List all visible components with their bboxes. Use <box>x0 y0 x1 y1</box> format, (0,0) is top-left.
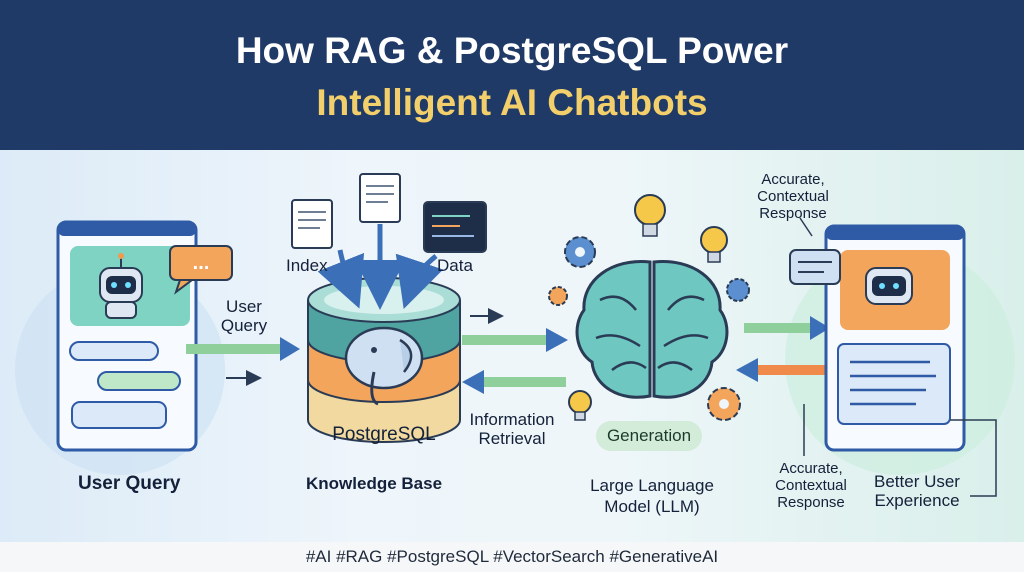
response-top-line-1: Accurate, <box>761 171 825 188</box>
brain-icon <box>575 260 729 399</box>
information-retrieval-label: Information Retrieval <box>469 410 555 448</box>
title-line-2: Intelligent AI Chatbots <box>316 82 708 123</box>
user-query-arrow-label: User Query <box>220 297 268 335</box>
document-icon <box>291 173 401 249</box>
user-query-caption: User Query <box>78 473 181 494</box>
data-label: Data <box>437 256 473 275</box>
response-top-line-2: Contextual <box>757 188 829 205</box>
knowledge-base-caption: Knowledge Base <box>306 474 443 493</box>
gear-icon <box>548 236 750 421</box>
response-bubble-icon <box>789 249 841 285</box>
response-bottom-line-1: Accurate, <box>779 460 843 477</box>
response-bottom-line-2: Contextual <box>775 477 847 494</box>
header-banner: How RAG & PostgreSQL Power Intelligent A… <box>0 0 1024 150</box>
index-label: Index <box>286 256 328 275</box>
message-bar-2 <box>97 371 181 391</box>
response-bottom-label: Accurate, Contextual Response <box>764 460 858 511</box>
lightbulb-icon <box>568 194 728 421</box>
response-top-line-3: Response <box>759 205 827 222</box>
title-line-1: How RAG & PostgreSQL Power <box>235 30 789 71</box>
llm-caption-line-1: Large Language <box>590 476 714 495</box>
generation-label: Generation <box>596 421 702 451</box>
chat-bubble-icon: ... <box>169 245 233 295</box>
response-top-label: Accurate, Contextual Response <box>746 171 840 222</box>
elephant-icon <box>344 326 424 406</box>
message-bar-1 <box>69 341 159 361</box>
left-app-window: ... <box>56 220 233 452</box>
code-window-icon <box>423 201 487 253</box>
message-bar-3 <box>71 401 167 429</box>
llm-caption-line-2: Model (LLM) <box>604 497 700 516</box>
postgresql-db-label: PostgreSQL <box>332 424 436 445</box>
chat-bubble-dots: ... <box>193 252 210 274</box>
better-user-line-2: Experience <box>874 491 960 510</box>
robot-icon <box>99 253 143 319</box>
better-user-line-1: Better User <box>874 472 960 491</box>
hashtag-footer: #AI #RAG #PostgreSQL #VectorSearch #Gene… <box>0 542 1024 572</box>
better-user-experience-label: Better User Experience <box>868 472 966 510</box>
response-bottom-line-3: Response <box>777 494 845 511</box>
right-app-window <box>824 224 966 452</box>
